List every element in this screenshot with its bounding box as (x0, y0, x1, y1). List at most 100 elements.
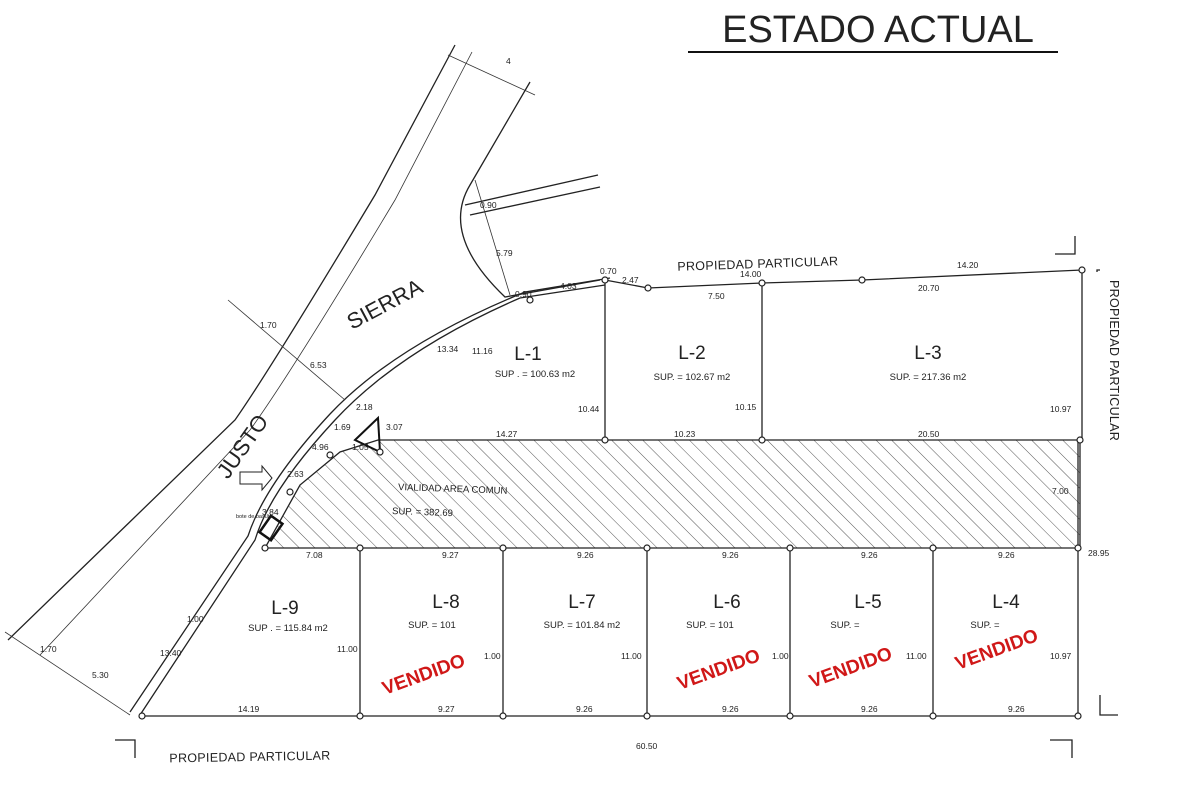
survey-node (1078, 266, 1086, 274)
dim-bot-top-l5: 9.26 (861, 550, 878, 560)
dim-mid-l3: 20.50 (918, 429, 940, 439)
street-width-mid: 1.70 (260, 320, 277, 330)
lot-l4-id: L-4 (992, 592, 1020, 613)
street-offset-2: 5.30 (92, 670, 109, 680)
dim-side-l6-left: 11.00 (621, 651, 642, 661)
dim-left-d: 1.00 (187, 614, 204, 624)
dim-l3-right: 10.97 (1050, 404, 1072, 414)
sold-stamp-l8: VENDIDO (380, 650, 469, 699)
dim-side-l4-right: 10.97 (1050, 651, 1072, 661)
survey-node (601, 276, 609, 284)
dim-bot-l7: 9.26 (576, 704, 593, 714)
top-boundary-line (604, 269, 1083, 289)
lot-l1-sup: SUP . = 100.63 m2 (495, 369, 575, 380)
survey-node (758, 436, 766, 444)
common-area-label: VIALIDAD AREA COMUN (398, 482, 508, 497)
dim-mid-l2: 10.23 (674, 429, 696, 439)
sold-stamp-l4: VENDIDO (953, 625, 1042, 674)
street-offset-3: 5.79 (496, 248, 513, 258)
boundary-right-label: PROPIEDAD PARTICULAR (1107, 280, 1121, 441)
dim-top-l3-inner: 20.70 (918, 283, 940, 293)
survey-node (1074, 712, 1082, 720)
dim-far-right: 28.95 (1088, 548, 1110, 558)
trash-bin-icon (257, 514, 285, 542)
lot-l4-sup: SUP. = (970, 620, 1000, 631)
dim-corner-b: 2.47 (622, 275, 639, 285)
dim-bot-l9: 14.19 (238, 704, 260, 714)
survey-node (1074, 544, 1082, 552)
street-curb (139, 284, 606, 716)
corner-bracket-right (1096, 269, 1100, 272)
dim-line-offset (474, 179, 511, 296)
lot-l2-id: L-2 (678, 343, 705, 364)
dim-side-l8-left: 11.00 (337, 644, 358, 654)
lot-l7-sup: SUP. = 101.84 m2 (544, 620, 621, 631)
dim-bot-l4: 9.26 (1008, 704, 1025, 714)
access-strip-a (464, 174, 599, 206)
dim-left-c: 3.84 (262, 507, 279, 517)
survey-node (601, 436, 609, 444)
dim-line-top (447, 54, 536, 96)
bin-annotation: bote de basura (236, 514, 274, 520)
dim-corner-c: 4.03 (560, 281, 577, 291)
street-edge-right (459, 81, 601, 298)
lot-l9-sup: SUP . = 115.84 m2 (248, 623, 328, 634)
street-offset-4: 0.90 (480, 200, 497, 210)
survey-node (929, 544, 937, 552)
lot-l2-sup: SUP. = 102.67 m2 (654, 372, 731, 383)
sold-stamp-l5: VENDIDO (807, 643, 896, 692)
corner-bracket-top-right (1055, 236, 1076, 255)
lot-l6-sup: SUP. = 101 (686, 620, 734, 631)
dim-bot-top-l8: 9.27 (442, 550, 459, 560)
dim-bot-l6: 9.26 (722, 704, 739, 714)
street-offset-1: 6.53 (310, 360, 327, 370)
dim-left-e: 13.40 (160, 648, 182, 658)
access-strip-b (469, 186, 601, 216)
dim-tri-a: 2.18 (356, 402, 373, 412)
survey-node (786, 712, 794, 720)
survey-node (499, 544, 507, 552)
survey-node (643, 712, 651, 720)
dim-side-l6-right: 1.00 (772, 651, 789, 661)
dim-diag-l1-inner: 11.16 (472, 346, 493, 356)
plan-title: ESTADO ACTUAL (722, 9, 1034, 51)
survey-node (499, 712, 507, 720)
street-edge-left (7, 44, 456, 641)
street-width-top: 4 (506, 56, 511, 66)
dim-bot-top-l7: 9.26 (577, 550, 594, 560)
lot-l8-sup: SUP. = 101 (408, 620, 456, 631)
survey-node (786, 544, 794, 552)
survey-node (644, 284, 652, 292)
dim-mid-l1: 14.27 (496, 429, 518, 439)
lot-l3-sup: SUP. = 217.36 m2 (890, 372, 967, 383)
dim-bot-l8: 9.27 (438, 704, 455, 714)
dim-bot-top-l6: 9.26 (722, 550, 739, 560)
dim-tri-c: 1.69 (334, 422, 351, 432)
dim-top-l2: 14.00 (740, 269, 762, 279)
dim-left-b: 2.63 (287, 469, 304, 479)
lot-l9-id: L-9 (271, 598, 298, 619)
survey-node (326, 451, 334, 459)
corner-triangle (353, 415, 382, 454)
street-inner-lane-left (39, 51, 473, 656)
corner-bracket-bottom-right (1099, 695, 1118, 716)
lot-l6-id: L-6 (713, 592, 740, 613)
dim-side-l5-right: 11.00 (906, 651, 927, 661)
dim-corner-a: 0.70 (600, 266, 617, 276)
dim-side-l8-right: 1.00 (484, 651, 501, 661)
sold-stamp-l6: VENDIDO (675, 645, 764, 694)
common-area-hatch (263, 439, 1081, 549)
survey-node (643, 544, 651, 552)
dim-bot-l5: 9.26 (861, 704, 878, 714)
corner-bracket-bottom-left (115, 739, 136, 758)
survey-node (1076, 436, 1084, 444)
street-width-bottom: 1.70 (40, 644, 57, 654)
street-name-sierra: SIERRA (343, 274, 427, 335)
common-area-sup: SUP. = 382.69 (392, 506, 453, 519)
dim-line-mid (227, 299, 346, 401)
survey-node (929, 712, 937, 720)
survey-node (286, 488, 294, 496)
dim-top-l3: 14.20 (957, 260, 979, 270)
boundary-bottom-label: PROPIEDAD PARTICULAR (169, 749, 330, 766)
lot-l8-id: L-8 (432, 592, 459, 613)
